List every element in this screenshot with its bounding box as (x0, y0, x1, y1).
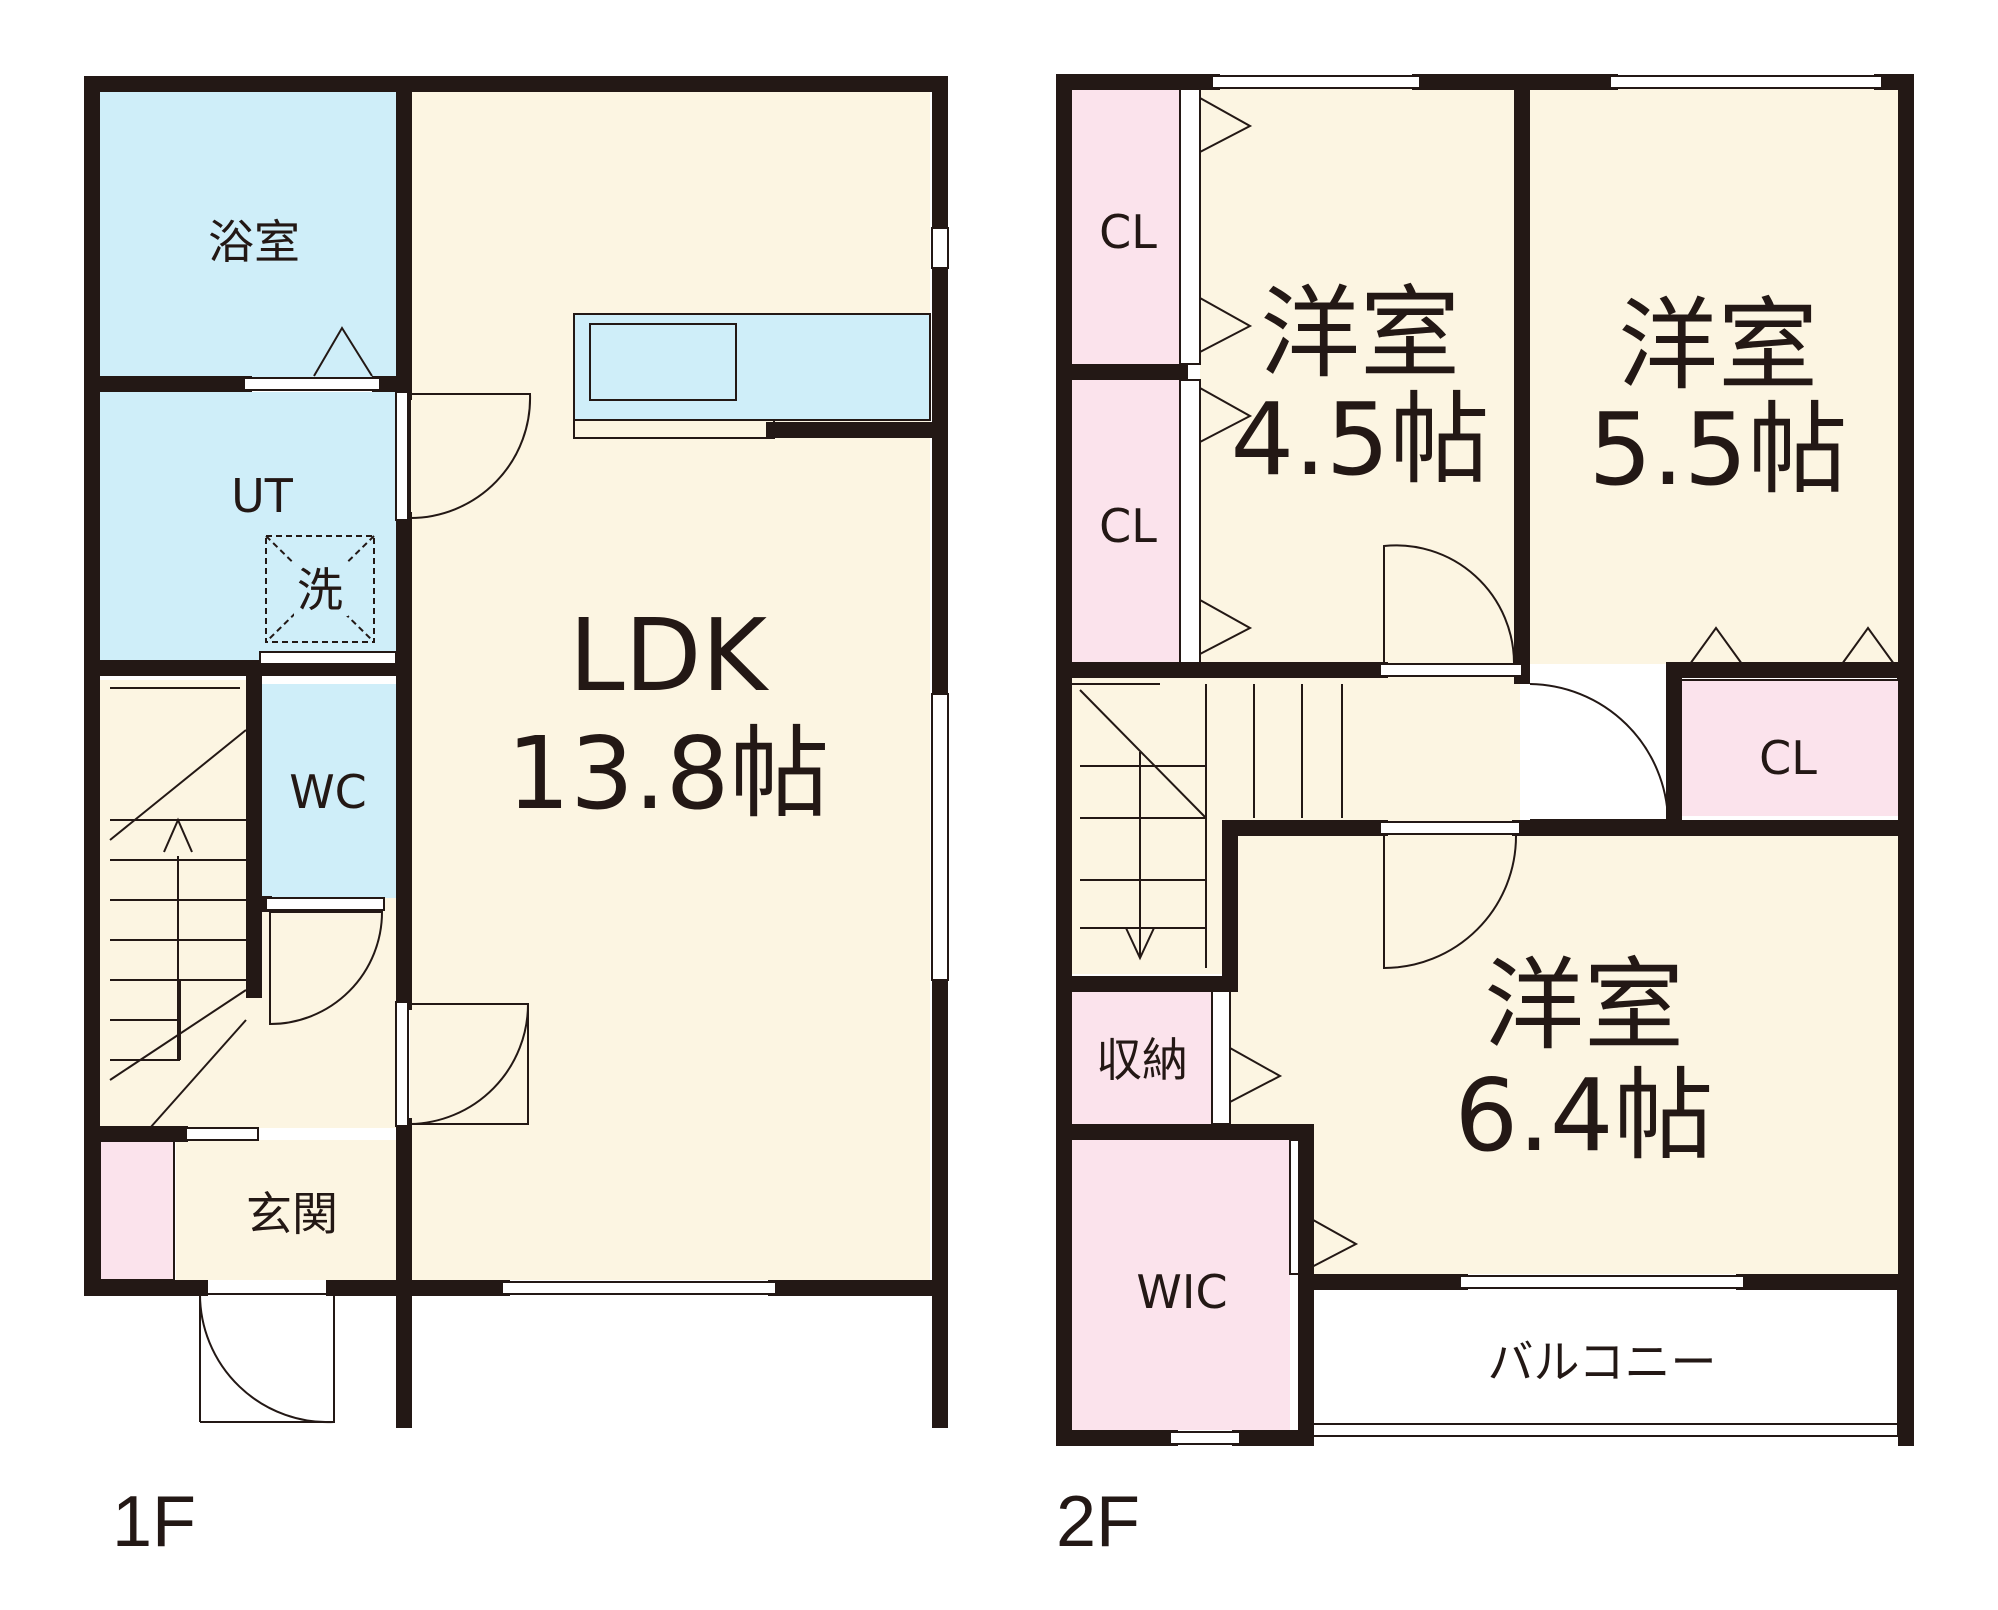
shoe-storage-fill (99, 1139, 175, 1281)
ldk-name-label: LDK (569, 597, 770, 714)
cl3-fill (1680, 680, 1898, 816)
windows-2f (1169, 75, 1883, 1445)
windows-1f (185, 227, 949, 1295)
stairs-2f (1072, 683, 1343, 968)
cl-1-label: CL (1099, 205, 1157, 259)
doors-2f (1383, 544, 1670, 970)
floor-2 (1056, 74, 1914, 1446)
storage-fill (1072, 990, 1212, 1124)
room-c-size-label: 6.4帖 (1454, 1057, 1713, 1174)
walls-2f (1056, 74, 1914, 1446)
room-a-fill (1200, 88, 1516, 664)
cl2-fill (1072, 380, 1180, 664)
wc-fill (262, 684, 396, 898)
cl1-fill (1072, 88, 1180, 364)
entrance-label: 玄関 (246, 1187, 338, 1241)
floor-1-label: 1F (112, 1482, 196, 1562)
stair-fill (100, 680, 246, 1128)
room-b-name-label: 洋室 (1618, 287, 1818, 404)
floor-1 (84, 76, 949, 1428)
room-a-size-label: 4.5帖 (1230, 381, 1489, 498)
room-c-fill (1230, 836, 1898, 1274)
balcony-label: バルコニー (1487, 1335, 1716, 1389)
ldk-fill (410, 84, 930, 1280)
walls-1f (84, 76, 948, 1428)
room-a-name-label: 洋室 (1260, 275, 1460, 392)
cl-3-label: CL (1759, 731, 1817, 785)
room-b-fill (1530, 88, 1898, 664)
closet-door-triangles (1199, 97, 1895, 1271)
cl-2-label: CL (1099, 499, 1157, 553)
floor-2-label: 2F (1056, 1482, 1140, 1562)
washer-label: 洗 (297, 563, 343, 617)
room-b-size-label: 5.5帖 (1588, 391, 1847, 508)
stairs-1f (109, 687, 247, 1129)
labels: 浴室 UT 洗 WC LDK 13.8帖 玄関 1F CL CL 洋室 4.5帖… (112, 205, 1848, 1562)
balcony-rail (1306, 1290, 1899, 1437)
storage-label: 収納 (1096, 1033, 1188, 1087)
ut-fill (100, 392, 396, 662)
washer-label-bg (294, 562, 348, 616)
hall-fill (246, 898, 396, 1128)
entrance-fill (176, 1140, 396, 1280)
balcony-fill (1306, 1290, 1898, 1430)
wic-label: WIC (1136, 1265, 1227, 1319)
doors-1f (198, 393, 532, 1424)
bath-door-icon (313, 326, 373, 377)
room-c-name-label: 洋室 (1484, 947, 1684, 1064)
ldk-size-label: 13.8帖 (507, 715, 830, 832)
bath-fill (100, 84, 400, 379)
kitchen-counter (573, 313, 931, 439)
ut-label: UT (231, 469, 294, 523)
bath-label: 浴室 (208, 215, 300, 269)
wc-label: WC (289, 765, 367, 819)
wic-fill (1072, 1140, 1290, 1430)
